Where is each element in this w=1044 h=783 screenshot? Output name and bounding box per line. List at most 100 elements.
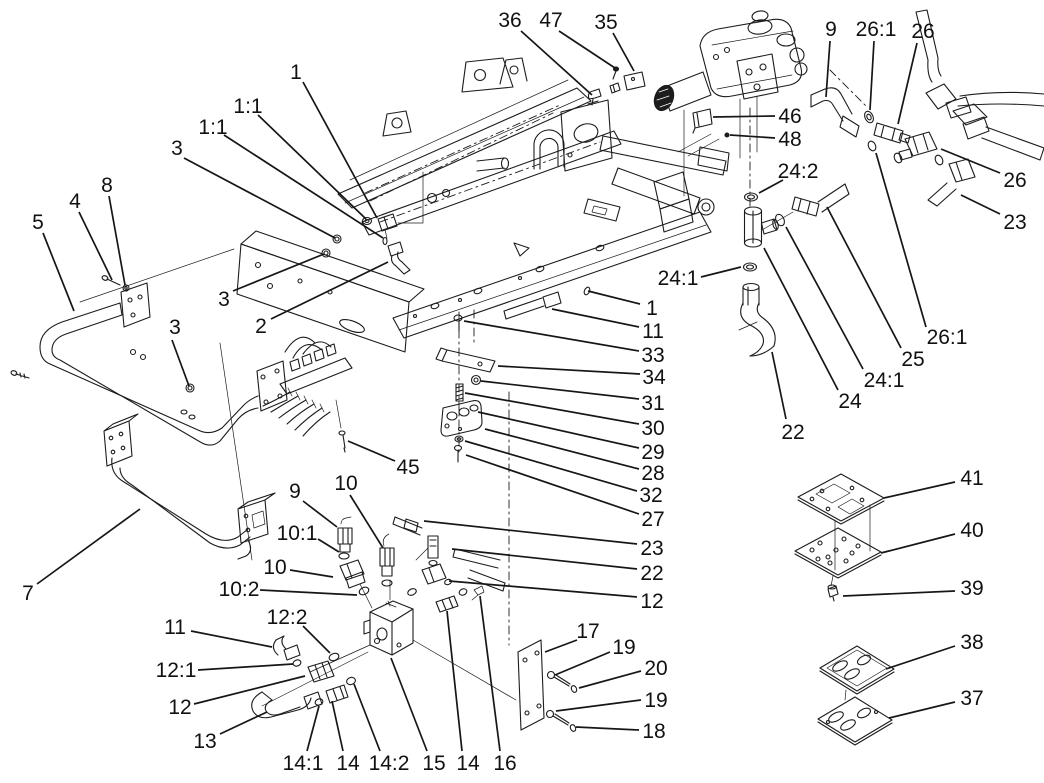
callout-label-24:1-34: 24:1 — [864, 369, 905, 392]
part-26-fitting-mid — [893, 131, 944, 166]
callout-label-10:1-40: 10:1 — [277, 522, 318, 545]
callout-label-10-39: 10 — [334, 472, 357, 495]
leader-line-38 — [885, 645, 956, 670]
leader-line-29 — [477, 411, 640, 449]
part-23-elbow-right — [927, 158, 976, 207]
callout-label-26:1-32: 26:1 — [927, 326, 968, 349]
leader-line-22 — [451, 548, 638, 570]
part-5-bumper — [39, 282, 288, 446]
leader-line-11 — [190, 630, 273, 648]
leader-line-35 — [612, 32, 635, 72]
leader-line-14:2 — [353, 683, 381, 752]
callout-label-14:1-56: 14:1 — [283, 752, 324, 775]
callout-label-26-16: 26 — [1003, 169, 1026, 192]
leader-line-3 — [183, 157, 336, 239]
callout-label-12-50: 12 — [640, 590, 663, 613]
plates-37-41-drawing — [794, 473, 895, 746]
callout-label-12:1-45: 12:1 — [156, 659, 197, 682]
callout-label-17-51: 17 — [576, 620, 599, 643]
leader-line-47 — [558, 30, 616, 69]
leader-line-3 — [171, 339, 190, 387]
callout-label-24-35: 24 — [838, 390, 862, 413]
part-3-nuts-and-bolt — [10, 234, 342, 393]
callout-label-31-26: 31 — [641, 392, 664, 415]
callout-label-2-19: 2 — [255, 315, 267, 338]
leader-line-28 — [484, 428, 640, 470]
leader-line-18 — [575, 726, 640, 731]
leader-line-12 — [448, 580, 638, 598]
leader-line-14 — [446, 610, 463, 752]
callout-label-22-36: 22 — [781, 421, 804, 444]
callout-label-33-24: 33 — [641, 344, 664, 367]
callout-label-25-33: 25 — [901, 348, 924, 371]
callout-label-1:1-8: 1:1 — [198, 116, 227, 139]
part-46-bracket — [692, 108, 713, 134]
leader-line-24:1 — [785, 226, 864, 370]
callout-label-19-54: 19 — [644, 689, 667, 712]
part-36-clip — [587, 88, 602, 106]
part-2-hose — [387, 241, 411, 275]
leader-line-30 — [464, 392, 640, 425]
part-26-fitting-top — [867, 122, 911, 152]
part-24-tee-group — [738, 192, 794, 357]
leader-line-15 — [390, 657, 428, 752]
leader-line-34 — [497, 365, 641, 375]
callout-label-9-38: 9 — [289, 480, 301, 503]
callout-label-12-46: 12 — [168, 696, 191, 719]
leader-line-8 — [108, 195, 126, 286]
callout-label-40-63: 40 — [960, 519, 983, 542]
callout-label-34-25: 34 — [642, 366, 666, 389]
leader-line-14:1 — [306, 705, 320, 752]
callout-label-26:1-4: 26:1 — [856, 18, 897, 41]
leader-line-19 — [555, 699, 642, 712]
leader-line-1 — [587, 290, 641, 305]
leader-line-22 — [771, 351, 787, 420]
callout-label-22-49: 22 — [640, 562, 663, 585]
leader-line-36 — [520, 30, 593, 96]
leader-line-26:1 — [875, 152, 927, 328]
leader-line-9 — [825, 40, 831, 98]
part-1-elbow — [377, 213, 591, 296]
leader-line-31 — [480, 380, 640, 400]
leader-line-1:1 — [223, 134, 384, 239]
callout-label-30-27: 30 — [641, 417, 664, 440]
hose-manifold-drawing — [262, 336, 353, 437]
leader-line-20 — [578, 670, 642, 689]
callout-label-4-13: 4 — [69, 190, 81, 213]
callout-label-11-23: 11 — [642, 320, 664, 343]
callout-label-10:2-42: 10:2 — [219, 578, 260, 601]
callout-label-24:1-21: 24:1 — [658, 267, 699, 290]
leader-line-10 — [349, 494, 384, 549]
callout-label-13-47: 13 — [193, 730, 216, 753]
callout-label-10-41: 10 — [263, 556, 286, 579]
callout-label-41-62: 41 — [960, 467, 983, 490]
leader-line-32 — [464, 440, 638, 492]
callout-label-12:2-43: 12:2 — [267, 606, 308, 629]
part-45-screw — [335, 399, 346, 453]
leader-line-5 — [42, 232, 75, 312]
callout-label-14:2-58: 14:2 — [369, 752, 410, 775]
leader-line-12 — [193, 675, 306, 705]
leader-line-10:1 — [317, 538, 340, 553]
leader-line-23 — [423, 520, 638, 545]
callout-label-16-61: 16 — [493, 752, 516, 775]
callout-label-3-20: 3 — [169, 316, 181, 339]
callout-label-26-5: 26 — [911, 20, 934, 43]
callout-label-23-17: 23 — [1003, 211, 1026, 234]
leader-line-25 — [826, 206, 902, 349]
callout-label-47-1: 47 — [539, 9, 562, 32]
leader-line-26 — [940, 148, 1001, 174]
leader-line-4 — [78, 211, 113, 281]
hoses-11-12-13-group — [251, 635, 371, 719]
leader-line-26:1 — [869, 40, 875, 111]
part-15-valve-block-group — [337, 391, 517, 701]
leader-line-14 — [331, 700, 344, 752]
callout-label-20-53: 20 — [644, 657, 667, 680]
callout-label-36-0: 36 — [498, 9, 521, 32]
parts-18-19-20-screws — [545, 670, 578, 732]
leader-line-23 — [960, 194, 1001, 215]
callout-label-48-11: 48 — [778, 128, 801, 151]
leader-line-48 — [729, 134, 776, 139]
